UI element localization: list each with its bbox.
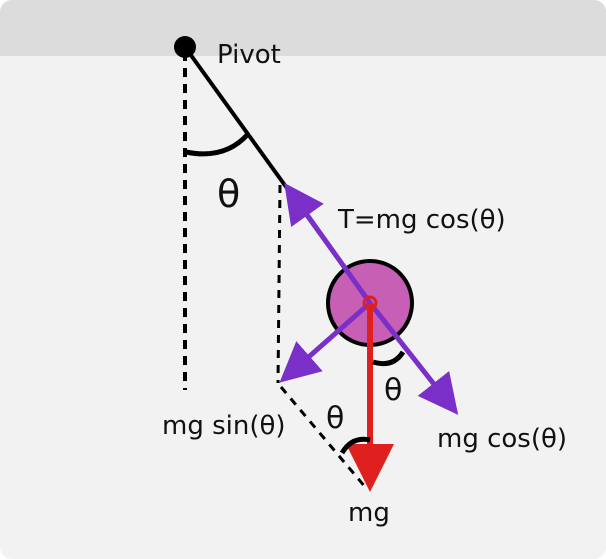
tension-label: T=mg cos(θ) xyxy=(337,205,506,235)
pivot-point xyxy=(174,36,196,58)
angle-label-right: θ xyxy=(384,373,402,408)
angle-arc-top xyxy=(185,132,250,157)
angle-arc-bottom xyxy=(339,436,371,455)
angle-label-bottom: θ xyxy=(326,401,344,436)
dashed-projection-diagonal xyxy=(279,386,368,489)
mg-sin-arrow xyxy=(279,301,372,383)
mg-cos-label: mg cos(θ) xyxy=(437,424,567,454)
tension-arrow xyxy=(284,182,373,305)
angle-arc-right xyxy=(372,350,406,367)
bob-center xyxy=(362,295,378,311)
mg-label: mg xyxy=(348,498,390,528)
pivot-label: Pivot xyxy=(217,40,281,70)
angle-label-top: θ xyxy=(217,172,240,216)
ceiling-band xyxy=(0,0,606,56)
dashed-projection-vertical xyxy=(276,184,282,384)
mg-sin-label: mg sin(θ) xyxy=(162,411,286,441)
mg-cos-arrow xyxy=(368,301,459,415)
